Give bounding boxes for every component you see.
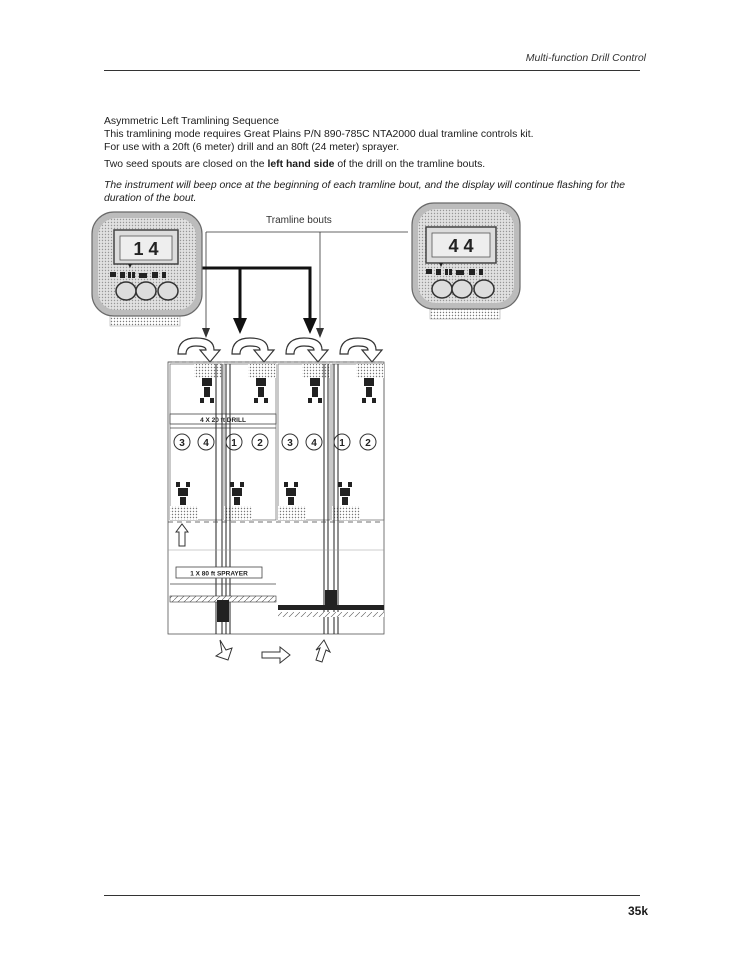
tramline-tracks [215,364,339,634]
footer-rule [104,895,640,896]
header-title: Multi-function Drill Control [525,52,646,64]
spouts-line: Two seed spouts are closed on the left h… [104,158,485,171]
direction-up-arrow [175,523,189,547]
beep-note: The instrument will beep once at the beg… [104,180,626,204]
bout-number: 3 [287,438,293,449]
bout-number: 1 [339,438,345,449]
section-heading: Asymmetric Left Tramlining Sequence [104,116,279,127]
bout-number: 4 [311,438,317,449]
bout-arrowhead-2 [303,318,317,334]
turn-up-arrow [315,639,332,663]
headland-strips [170,364,384,520]
right-arrow [261,645,291,665]
spouts-line-pre: Two seed spouts are closed on the [104,159,268,170]
drill-label-box [169,413,277,425]
sprayer-vehicles [217,590,337,622]
bout-number: 4 [203,438,209,449]
tractors-bottom [176,482,352,505]
sprayer-label-box [175,566,263,579]
bout-number: 2 [257,438,263,449]
callout-lines [205,231,408,330]
tramline-bouts-label: Tramline bouts [266,215,332,226]
spouts-line-bold: left hand side [267,159,335,170]
bout-number: 3 [179,438,185,449]
drill-label: 4 X 20 ft DRILL [200,417,246,424]
u-turn-arrows-top [177,337,384,363]
right-display-readout: 4 4 [448,236,473,256]
bout-number: 1 [231,438,237,449]
left-display-readout: 1 4 [133,239,158,259]
bout-arrows [200,266,312,322]
usage-line: For use with a 20ft (6 meter) drill and … [104,142,400,153]
left-controller: 1 4 [91,211,203,327]
page-number: 35k [627,904,648,918]
right-controller: 4 4 [411,202,521,320]
spouts-line-post: of the drill on the tramline bouts. [334,159,486,170]
sprayer-label: 1 X 80 ft SPRAYER [190,571,248,578]
turn-down-arrow [214,639,233,661]
callout-arrowhead-right [316,328,324,338]
bout-number: 2 [365,438,371,449]
requirement-line: This tramlining mode requires Great Plai… [104,129,534,140]
tractors-top [200,378,376,403]
callout-arrowhead-left [202,328,210,338]
bout-arrowhead-1 [233,318,247,334]
header-rule [104,70,640,71]
